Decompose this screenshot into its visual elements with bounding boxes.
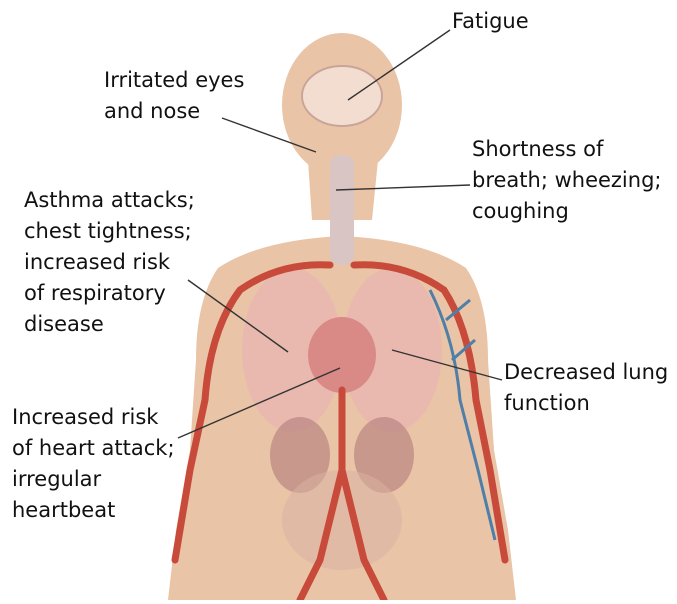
label-fatigue: Fatigue	[452, 6, 529, 37]
label-irritated-eyes: Irritated eyes and nose	[104, 65, 244, 127]
label-shortness-of-breath: Shortness of breath; wheezing; coughing	[472, 134, 661, 227]
label-heart-risk: Increased risk of heart attack; irregula…	[12, 402, 175, 526]
heart	[308, 317, 376, 393]
label-asthma: Asthma attacks; chest tightness; increas…	[24, 185, 195, 340]
label-lung-function: Decreased lung function	[504, 357, 668, 419]
intestines	[282, 470, 402, 570]
trachea	[330, 155, 354, 265]
brain	[302, 66, 382, 126]
